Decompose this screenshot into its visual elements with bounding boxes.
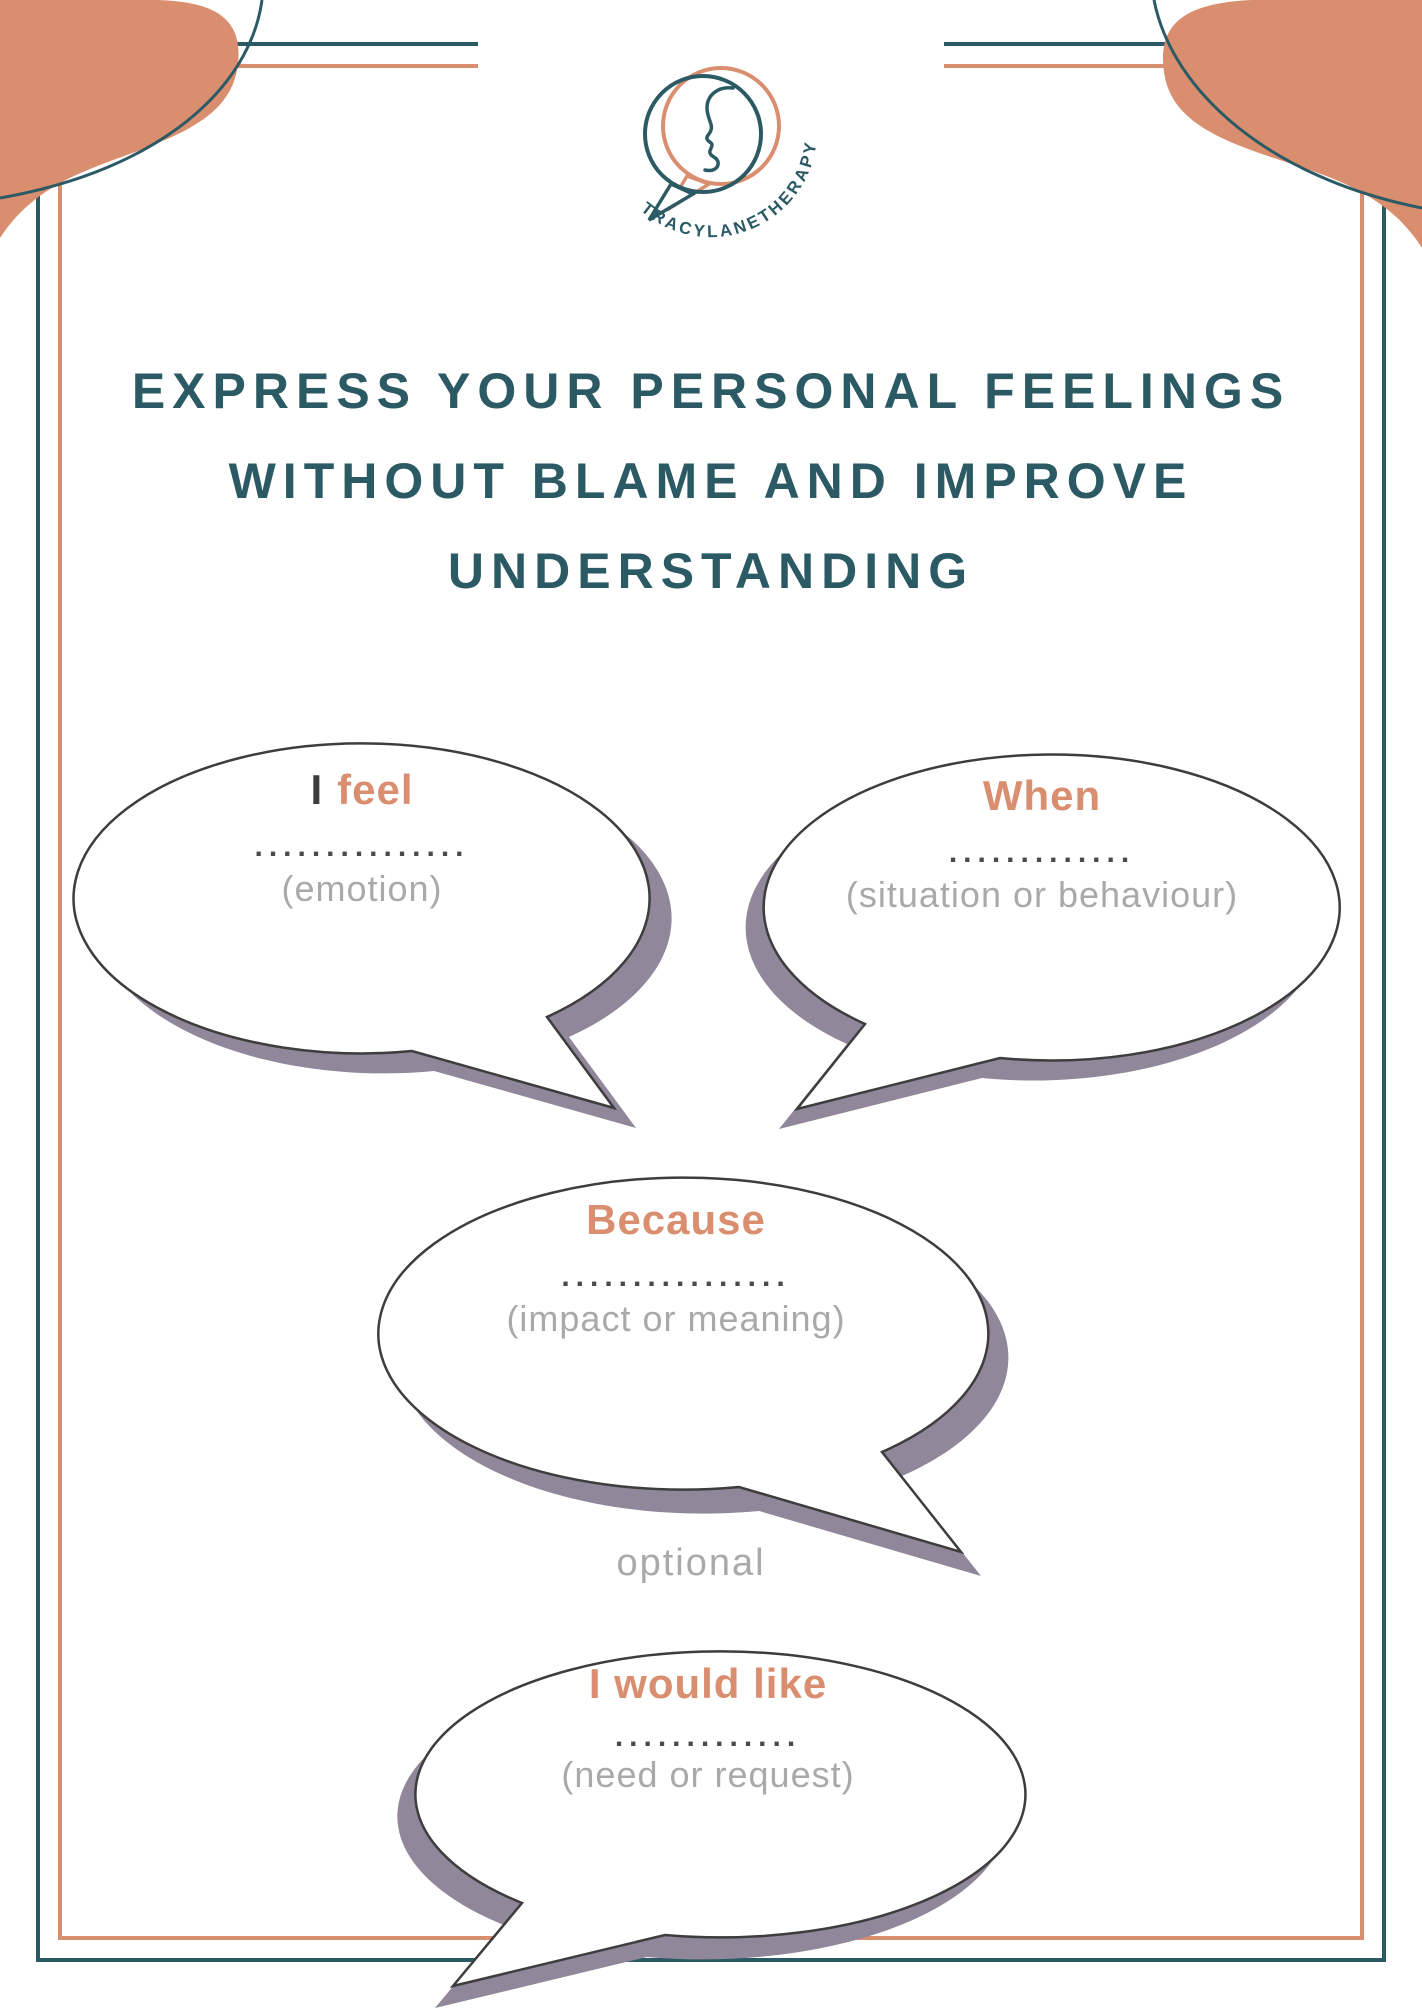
bubble-when-keyword: When [982,772,1102,819]
bubble-because-hint: (impact or meaning) [506,1298,846,1339]
bubble-would-like-hint: (need or request) [561,1754,855,1795]
optional-label: optional [616,1542,766,1584]
page-title: EXPRESS YOUR PERSONAL FEELINGS WITHOUT B… [61,346,1361,616]
bubble-body [762,753,1341,1112]
corner-blob-top-right [1152,0,1422,248]
brand-logo: TRACYLANETHERAPY [638,66,821,241]
bubble-when-text: When ............. (situation or behavio… [754,772,1330,916]
bubble-when-dots: ............. [948,836,1136,869]
bubble-because-dots: ................ [561,1260,791,1293]
brand-name: TRACYLANETHERAPY [638,138,818,241]
speech-bubble-icon [661,66,781,186]
bubble-feel-hint: (emotion) [281,868,443,909]
speech-bubble-feel [72,742,672,1128]
blob-shape [0,0,239,238]
bubble-would-like-dots: ............. [614,1720,802,1753]
brand-name-arc: TRACYLANETHERAPY [638,138,821,241]
bubble-feel-prefix: I [310,766,324,813]
bubble-body [414,1650,1027,1989]
title-line-1: EXPRESS YOUR PERSONAL FEELINGS [131,363,1291,419]
face-profile-icon [703,86,735,173]
corner-blob-top-left [0,0,264,238]
speech-bubble-would-like [397,1650,1027,2008]
title-line-3: UNDERSTANDING [447,543,975,599]
blob-shape [1163,0,1422,248]
speech-bubble-when [745,753,1341,1129]
bubble-body [377,1176,990,1555]
bubble-because-text: Because ................ (impact or mean… [371,1196,981,1340]
bubble-feel-dots: ............... [254,830,470,863]
bubble-because-keyword: Because [586,1196,766,1243]
squiggle-line-icon [0,0,264,200]
bubble-when-hint: (situation or behaviour) [845,874,1239,915]
bubble-would-like-text: I would like ............. (need or requ… [403,1660,1013,1796]
squiggle-line-icon [1152,0,1422,210]
title-line-2: WITHOUT BLAME AND IMPROVE [228,453,1194,509]
speech-bubble-icon [643,74,763,194]
bubble-body [72,742,651,1111]
bubble-tail-icon [647,181,697,222]
bubble-feel-word: feel [337,766,414,813]
speech-bubble-because [377,1176,1009,1576]
bubble-would-like-keyword: I would like [588,1660,828,1707]
